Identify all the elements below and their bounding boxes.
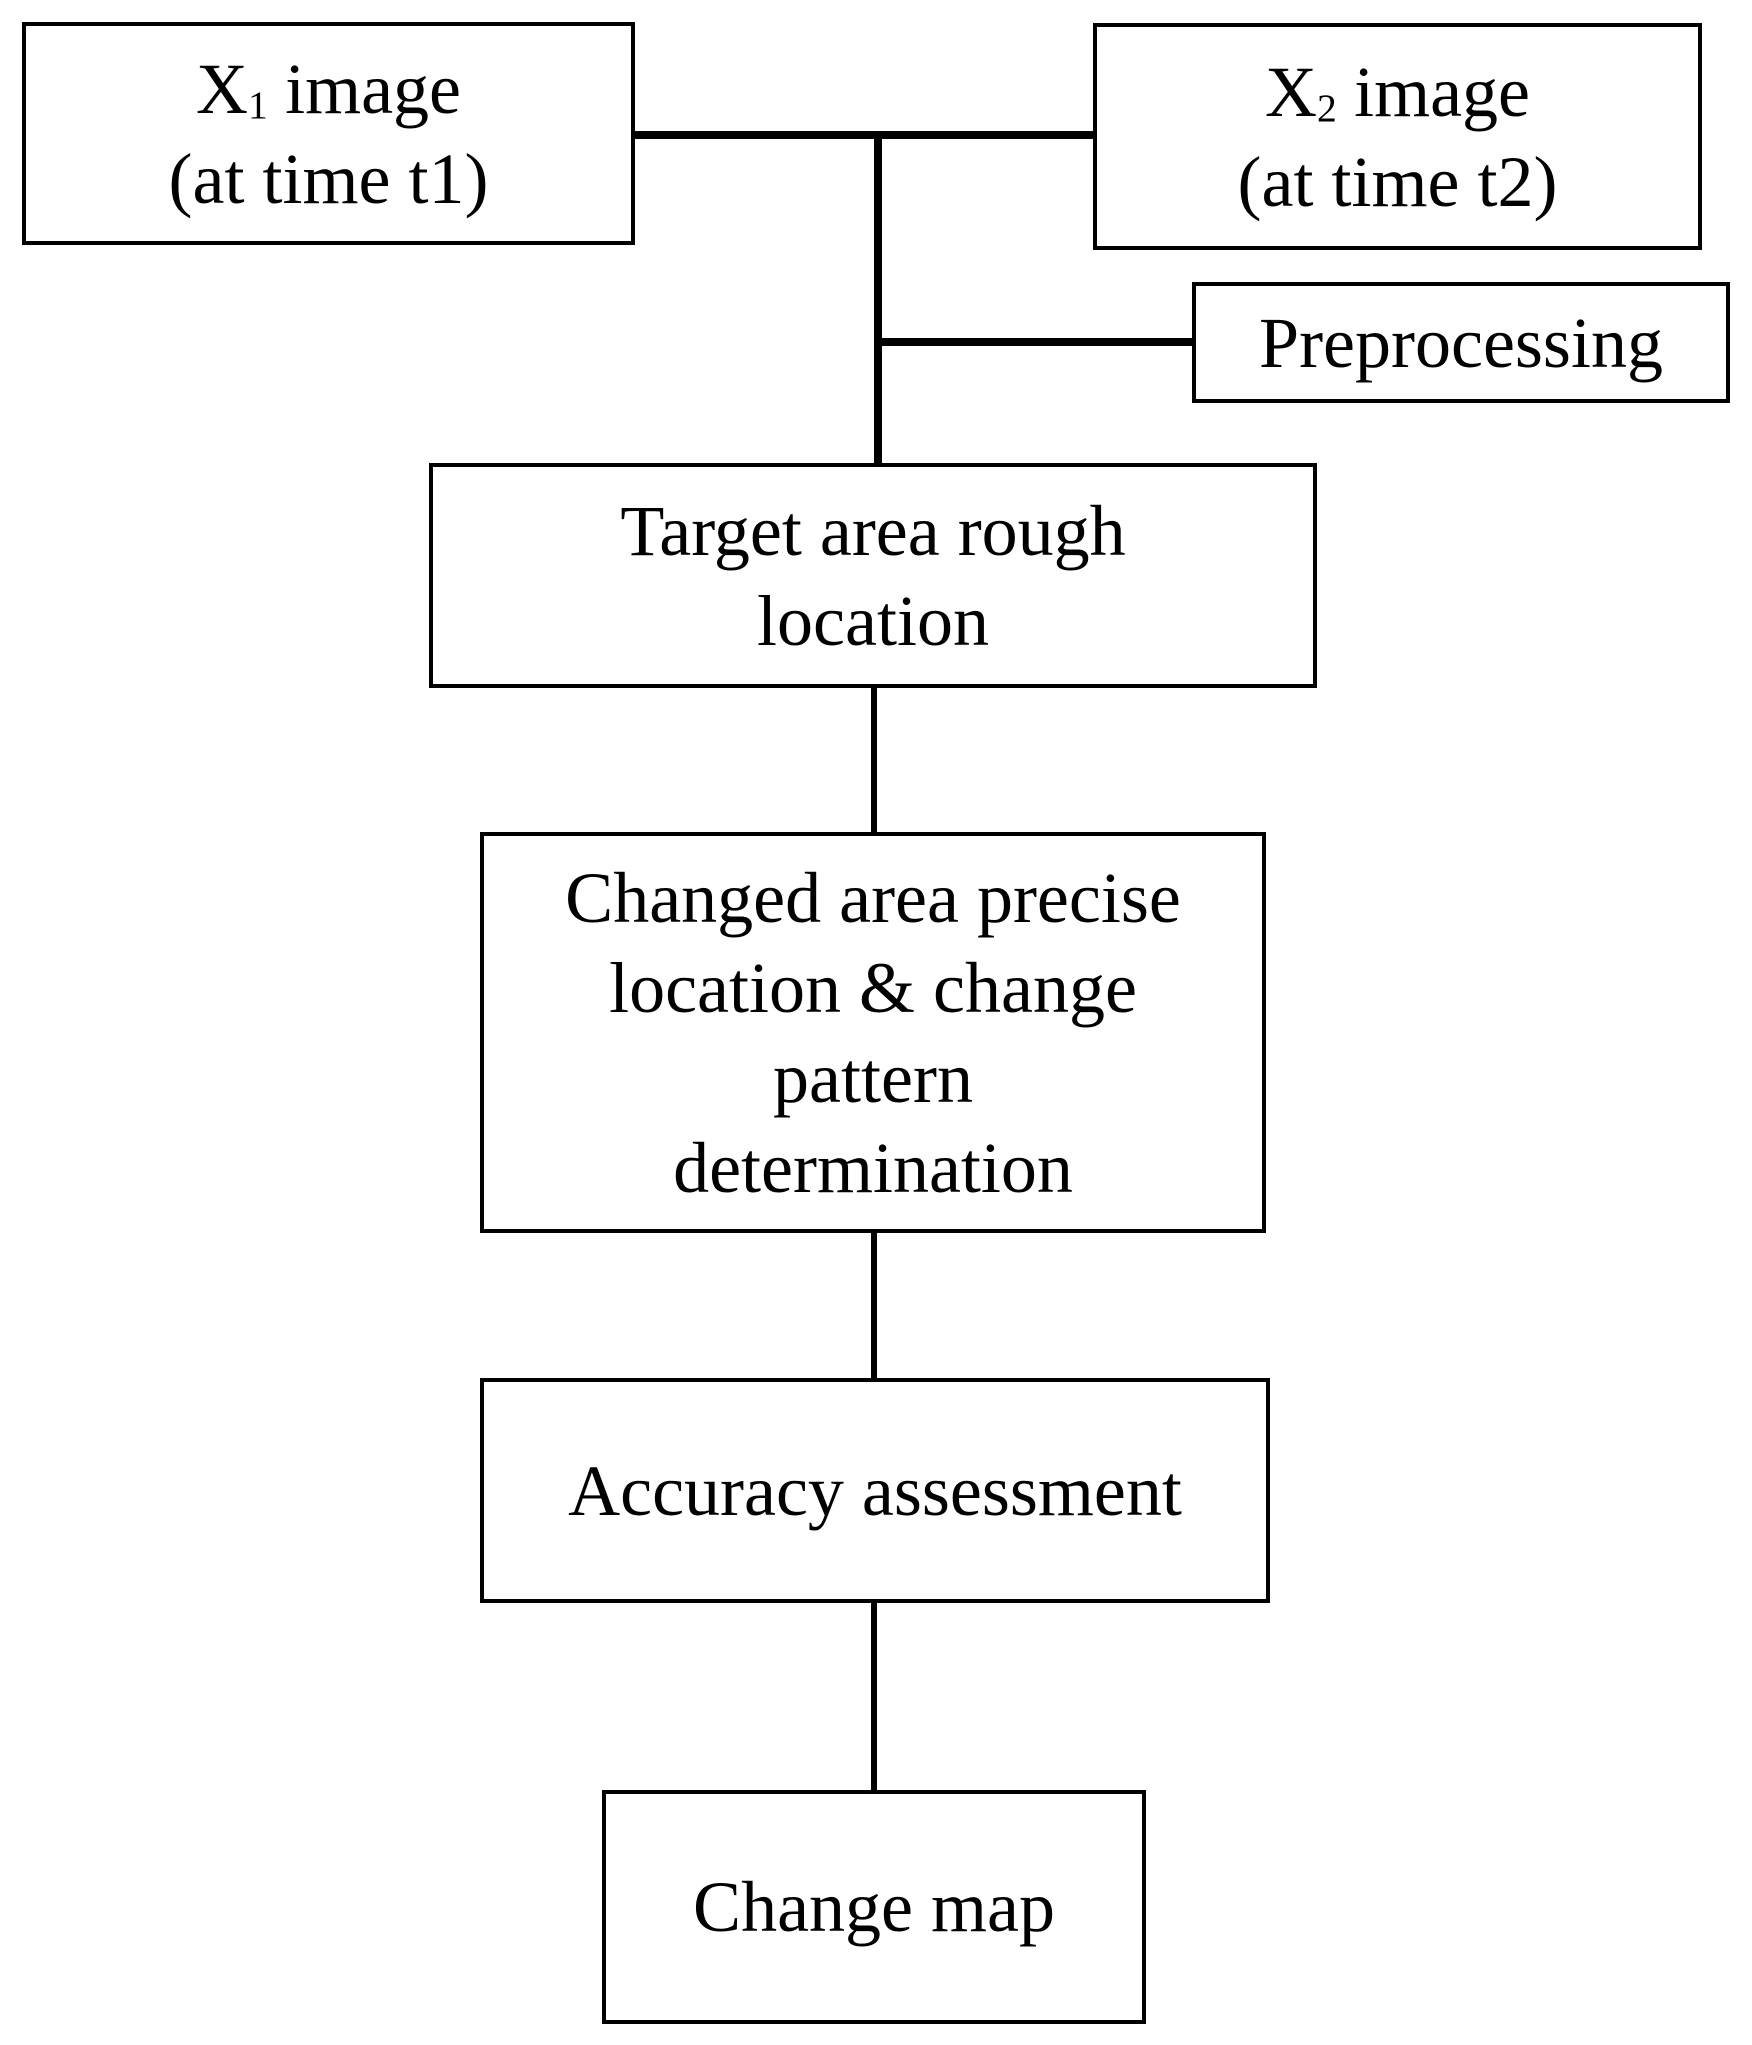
node-accuracy-label: Accuracy assessment	[568, 1450, 1182, 1531]
connector-target-to-changed	[871, 688, 877, 834]
node-preprocessing: Preprocessing	[1192, 282, 1730, 403]
node-x2-image: X2 image (at time t2)	[1093, 23, 1702, 250]
node-x1-image: X1 image (at time t1)	[22, 22, 635, 245]
node-x2-image-line2: (at time t2)	[1237, 141, 1558, 222]
x1-word: image	[285, 48, 461, 129]
node-change-map-label: Change map	[693, 1867, 1055, 1947]
node-changed-line4: determination	[673, 1127, 1073, 1208]
node-x1-image-line2: (at time t1)	[168, 138, 489, 219]
node-preprocessing-label: Preprocessing	[1259, 302, 1663, 383]
x1-symbol: X	[196, 48, 248, 129]
node-target-line1: Target area rough	[620, 490, 1126, 571]
x1-subscript: 1	[248, 82, 268, 127]
connector-x1-x2	[635, 131, 1093, 139]
connector-stem-to-target	[874, 131, 882, 463]
node-accuracy-assessment: Accuracy assessment	[480, 1378, 1270, 1603]
node-changed-line1: Changed area precise	[565, 857, 1181, 938]
connector-accuracy-to-changemap	[871, 1601, 877, 1792]
x2-subscript: 2	[1317, 85, 1337, 130]
connector-branch-preprocessing	[874, 338, 1192, 346]
node-changed-line3: pattern	[773, 1037, 973, 1118]
node-x2-image-line1: X2 image	[1265, 47, 1530, 137]
node-target-line2: location	[757, 580, 989, 661]
connector-changed-to-accuracy	[871, 1231, 877, 1380]
x2-symbol: X	[1265, 51, 1317, 132]
node-target-area-rough-location: Target area rough location	[429, 463, 1317, 688]
node-changed-area-determination: Changed area precise location & change p…	[480, 832, 1266, 1233]
x2-word: image	[1354, 51, 1530, 132]
node-change-map: Change map	[602, 1790, 1146, 2024]
node-x1-image-line1: X1 image	[196, 44, 461, 134]
node-changed-line2: location & change	[609, 947, 1137, 1028]
